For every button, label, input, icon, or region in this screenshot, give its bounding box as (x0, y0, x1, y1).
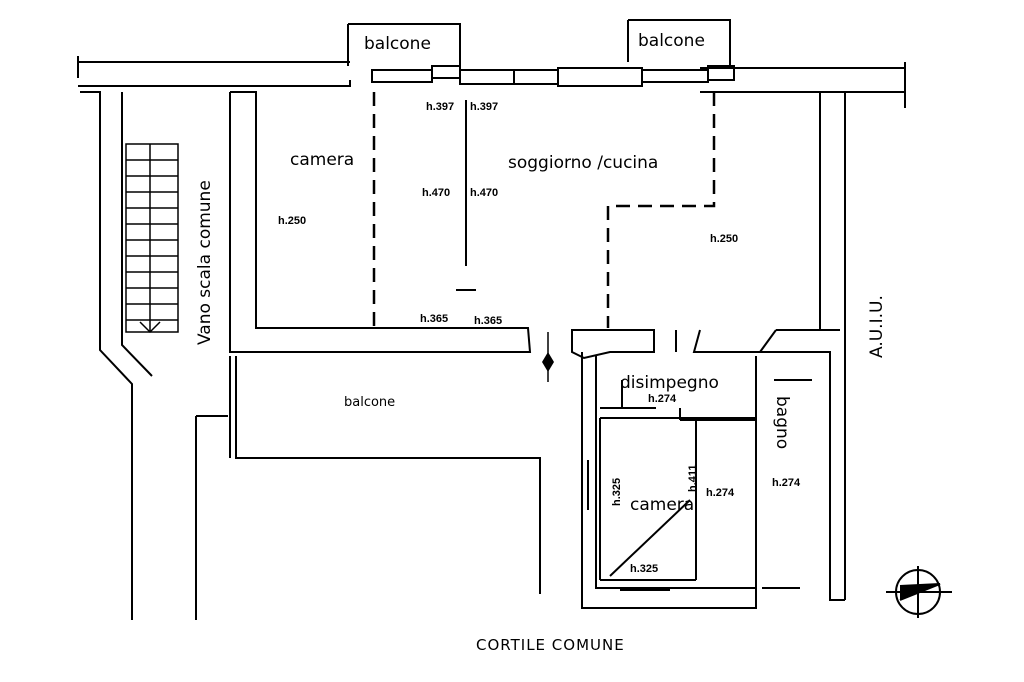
height-label: h.470 (422, 187, 450, 199)
camera-1-label: camera (290, 150, 354, 170)
soggiorno-label: soggiorno /cucina (508, 153, 658, 173)
height-label: h.411 (687, 464, 699, 492)
cortile-label: CORTILE COMUNE (476, 636, 625, 654)
height-label: h.470 (470, 187, 498, 199)
balcone-main-label: balcone (344, 395, 395, 410)
auiu-label: A.U.I.U. (867, 295, 887, 358)
height-label: h.325 (611, 478, 623, 506)
height-label: h.365 (420, 313, 448, 325)
walls (77, 19, 906, 620)
height-label: h.250 (278, 215, 306, 227)
stair (125, 143, 179, 334)
height-label: h.274 (706, 487, 735, 499)
bagno-label: bagno (772, 396, 792, 449)
height-label: h.397 (426, 101, 454, 113)
camera-2-label: camera (630, 495, 694, 515)
height-label: h.274 (648, 393, 677, 405)
location-marker-icon (542, 332, 554, 382)
north-arrow-icon (886, 566, 952, 618)
balcone-top-left-label: balcone (364, 34, 431, 54)
disimpegno-label: disimpegno (620, 373, 719, 393)
height-label: h.325 (630, 563, 658, 575)
interior-lines (456, 100, 812, 591)
height-label: h.250 (710, 233, 738, 245)
vano-scala-label: Vano scala comune (195, 180, 215, 345)
dashed-partitions (372, 92, 716, 328)
balcone-top-right-label: balcone (638, 31, 705, 51)
height-label: h.274 (772, 477, 801, 489)
height-label: h.397 (470, 101, 498, 113)
height-label: h.365 (474, 315, 502, 327)
